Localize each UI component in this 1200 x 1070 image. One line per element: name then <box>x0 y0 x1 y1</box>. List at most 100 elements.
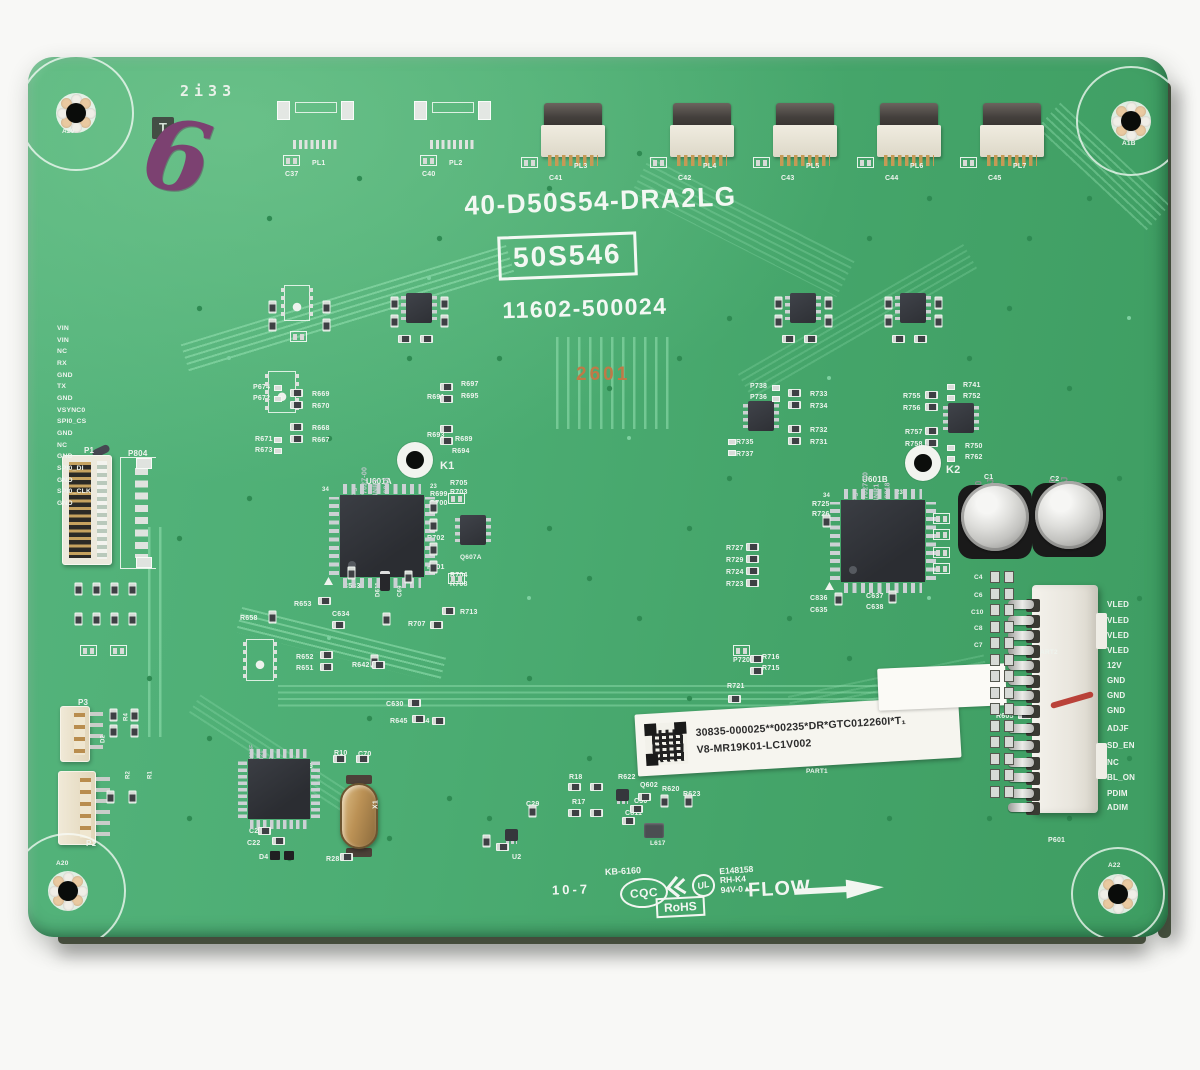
component-rv <box>429 560 438 574</box>
component-khole <box>905 445 941 481</box>
kc-cert-icon <box>663 873 690 901</box>
solder-pad <box>1004 653 1014 666</box>
silkscreen-label: R733 <box>810 391 828 398</box>
pin-label: GND <box>1107 676 1126 685</box>
silkscreen-label: R737 <box>736 451 754 458</box>
silkscreen-label: R723 <box>726 581 744 588</box>
solder-pad <box>1004 620 1014 633</box>
mount-hole-label: A1B <box>1122 140 1136 147</box>
solder-pad <box>346 848 372 857</box>
component-r <box>728 695 741 703</box>
pad-petal <box>72 895 84 907</box>
silkscreen-label: R700 <box>430 500 448 507</box>
silkscreen-label: R658 <box>240 615 258 622</box>
connector-pin <box>1008 789 1034 798</box>
connector-pins <box>780 155 830 166</box>
silkscreen-label: R668 <box>312 425 330 432</box>
component-r <box>320 651 333 659</box>
component-rv <box>128 582 137 596</box>
silkscreen-label: R750 <box>965 443 983 450</box>
connector-lid <box>673 103 731 129</box>
connector-footprint-pl1 <box>275 97 359 177</box>
component-r <box>432 717 445 725</box>
silkscreen-label: C41 <box>549 175 563 182</box>
pad-petal <box>1135 125 1147 137</box>
footprint-row <box>430 140 476 149</box>
connector-pin <box>1008 661 1034 670</box>
component-r <box>318 597 331 605</box>
component-r <box>788 401 801 409</box>
component-r <box>290 401 303 409</box>
solder-pad <box>1004 571 1014 583</box>
component-r <box>440 437 453 445</box>
pad-petal <box>52 875 64 887</box>
solder-pad <box>1004 703 1014 715</box>
left-pinout-label: GND <box>57 395 73 403</box>
silkscreen-label: U601B <box>862 475 888 484</box>
connector-lid <box>983 103 1041 129</box>
solder-pad <box>1004 670 1014 682</box>
corner-silkscreen-arc <box>28 57 134 171</box>
connector-pin <box>1008 724 1034 733</box>
silkscreen-label: R703 <box>450 489 468 496</box>
component-r <box>892 335 905 343</box>
connector-pins <box>987 155 1037 166</box>
solder-pad <box>990 571 1000 583</box>
handwritten-mark: 6 <box>135 95 220 218</box>
component-pad <box>274 437 282 443</box>
component-fp2 <box>110 645 127 656</box>
trace-bundle <box>631 156 855 298</box>
component-fp2 <box>650 157 667 168</box>
component-ind <box>644 823 664 838</box>
silkscreen-label: U2 <box>512 854 522 861</box>
solder-pad <box>1004 587 1014 600</box>
via-dots <box>28 57 30 59</box>
silkscreen-label: PART1 <box>806 768 828 775</box>
component-r <box>638 793 651 801</box>
pin-label: VLED <box>1107 616 1130 625</box>
left-pinout-label: NC <box>57 441 68 449</box>
component-rv <box>92 612 101 626</box>
component-r <box>622 817 635 825</box>
component-fp2 <box>290 331 307 342</box>
silkscreen-label: R622 <box>618 774 636 781</box>
connector-lid <box>880 103 938 129</box>
component-qfp <box>329 484 435 588</box>
component-soicfp <box>281 285 313 321</box>
silkscreen-label: R4 <box>123 712 130 721</box>
silkscreen-label: R671 <box>255 436 273 443</box>
silkscreen-label: R735 <box>736 439 754 446</box>
component-sot <box>505 829 518 844</box>
left-pinout-label: SPI0_CLK <box>57 488 92 496</box>
pcb-board: 40-D50S54-DRA2LG 50S546 11602-500024 260… <box>28 57 1168 937</box>
solder-pad <box>990 670 1000 682</box>
silkscreen-label: C40 <box>422 171 436 178</box>
component-fp2 <box>521 157 538 168</box>
component-r <box>568 783 581 791</box>
pin-label: 12V <box>1107 661 1122 670</box>
date-code: 10-7 <box>551 881 591 898</box>
component-r <box>788 437 801 445</box>
solder-pad <box>990 785 1000 798</box>
mounting-hole <box>1110 100 1152 142</box>
solder-pad <box>990 653 1000 666</box>
batch-code: 2601 <box>576 364 631 385</box>
corner-silkscreen-arc <box>1076 66 1168 176</box>
component-fp2 <box>80 645 97 656</box>
component-pad <box>274 448 282 454</box>
silkscreen-label: PL5 <box>806 163 820 170</box>
solder-pad <box>990 736 1000 748</box>
component-rv <box>106 790 115 804</box>
silkscreen-label: R752 <box>963 393 981 400</box>
pad-petal <box>80 117 92 129</box>
component-sot <box>616 789 629 804</box>
silkscreen-label: P736 <box>750 394 768 401</box>
pad-petal <box>52 895 64 907</box>
silkscreen-label: R726 <box>812 511 830 518</box>
silkscreen-label: R731 <box>810 439 828 446</box>
t-marker: T <box>152 117 174 139</box>
pad-petal <box>1112 902 1124 914</box>
connector-pin <box>1008 676 1034 685</box>
component-rv <box>268 610 277 624</box>
footprint-row <box>293 140 339 149</box>
